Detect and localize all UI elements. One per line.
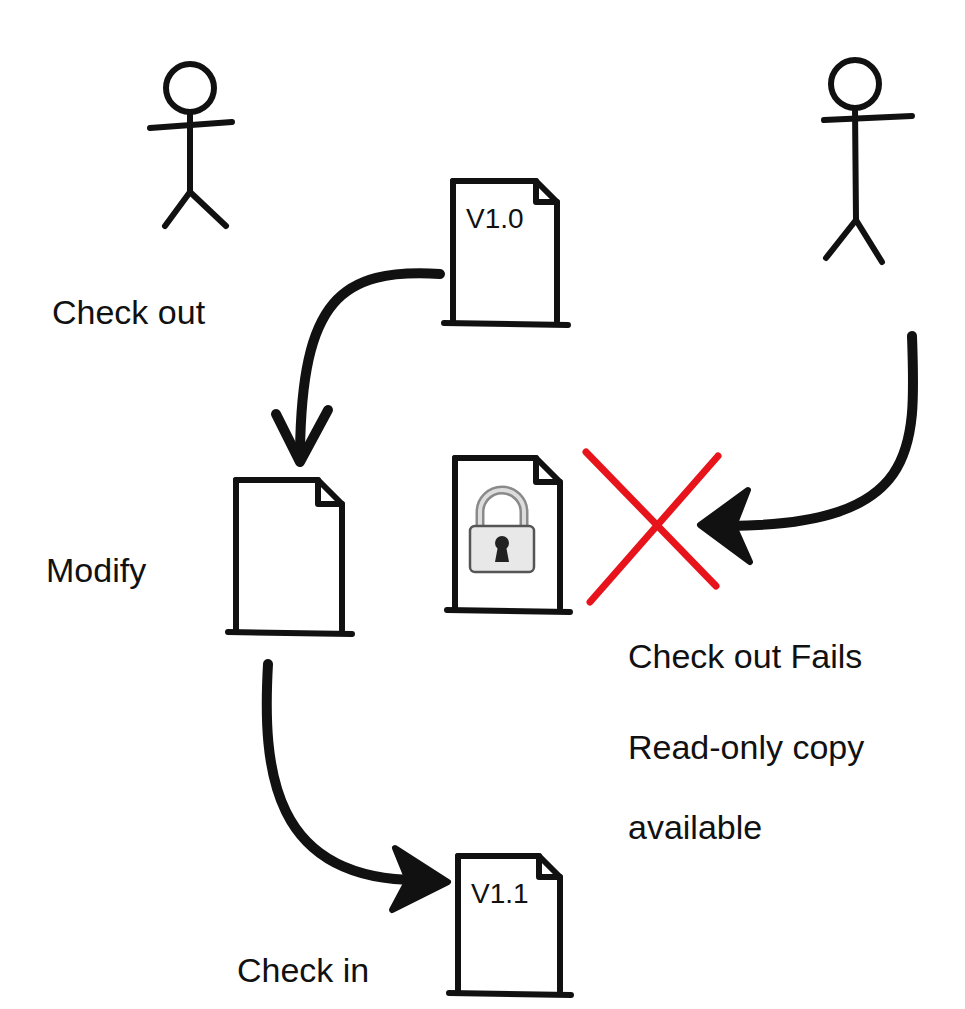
step-label: Check in: [237, 950, 437, 990]
curved-arrow: [730, 336, 913, 526]
step-label: Check out: [52, 292, 282, 332]
stick-figure: [150, 64, 232, 226]
red-cross: [586, 452, 718, 602]
step-label: Read-only copy available: [628, 707, 948, 867]
lock-symbol: [470, 490, 534, 572]
document-icon: [228, 480, 352, 634]
version-label: V1.1: [471, 877, 563, 911]
arrow-head: [700, 490, 750, 562]
arrow-head: [276, 410, 328, 462]
document-node: V1.0: [450, 178, 560, 323]
document-outline: [455, 853, 563, 999]
locked-document-icon: [447, 458, 570, 612]
arrow-head: [392, 848, 448, 910]
stick-figure: [824, 60, 912, 262]
document-outline: [450, 178, 560, 329]
document-node: V1.1: [455, 853, 563, 993]
version-label: V1.0: [466, 202, 560, 236]
step-label: Check out Fails: [628, 636, 948, 676]
step-label: Modify: [46, 550, 216, 590]
